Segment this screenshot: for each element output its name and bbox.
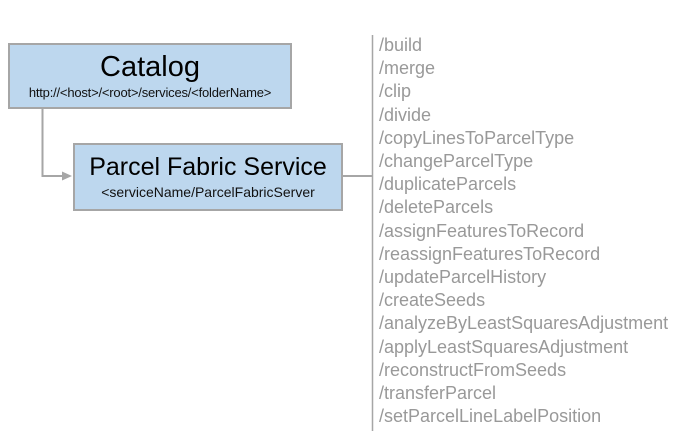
endpoint-item: /createSeeds (379, 290, 486, 311)
service-url: <serviceName/ParcelFabricServer (101, 184, 315, 201)
endpoint-item: /applyLeastSquaresAdjustment (379, 336, 629, 357)
parcel-fabric-service-box: Parcel Fabric Service <serviceName/Parce… (73, 143, 343, 211)
endpoint-item: /reassignFeaturesToRecord (379, 243, 601, 264)
catalog-url: http://<host>/<root>/services/<folderNam… (28, 85, 272, 101)
endpoint-item: /assignFeaturesToRecord (379, 220, 585, 241)
endpoint-item: /divide (379, 104, 432, 125)
endpoint-item: /duplicateParcels (379, 174, 517, 195)
endpoint-item: /updateParcelHistory (379, 267, 547, 288)
endpoint-item: /clip (379, 81, 412, 102)
catalog-box: Catalog http://<host>/<root>/services/<f… (8, 43, 292, 109)
catalog-title: Catalog (100, 50, 200, 83)
endpoint-item: /setParcelLineLabelPosition (379, 406, 602, 427)
endpoint-item: /reconstructFromSeeds (379, 359, 567, 380)
arrowhead-icon (62, 171, 72, 181)
connector-catalog-to-service (41, 108, 63, 177)
endpoint-item: /changeParcelType (379, 151, 534, 172)
endpoint-item: /analyzeByLeastSquaresAdjustment (379, 313, 669, 334)
service-title: Parcel Fabric Service (89, 152, 327, 181)
endpoint-item: /deleteParcels (379, 197, 494, 218)
endpoint-item: /copyLinesToParcelType (379, 127, 575, 148)
endpoint-item: /transferParcel (379, 383, 497, 404)
endpoint-list: /build/merge/clip/divide/copyLinesToParc… (379, 34, 668, 428)
endpoint-item: /build (379, 35, 423, 55)
endpoint-item: /merge (379, 58, 436, 79)
